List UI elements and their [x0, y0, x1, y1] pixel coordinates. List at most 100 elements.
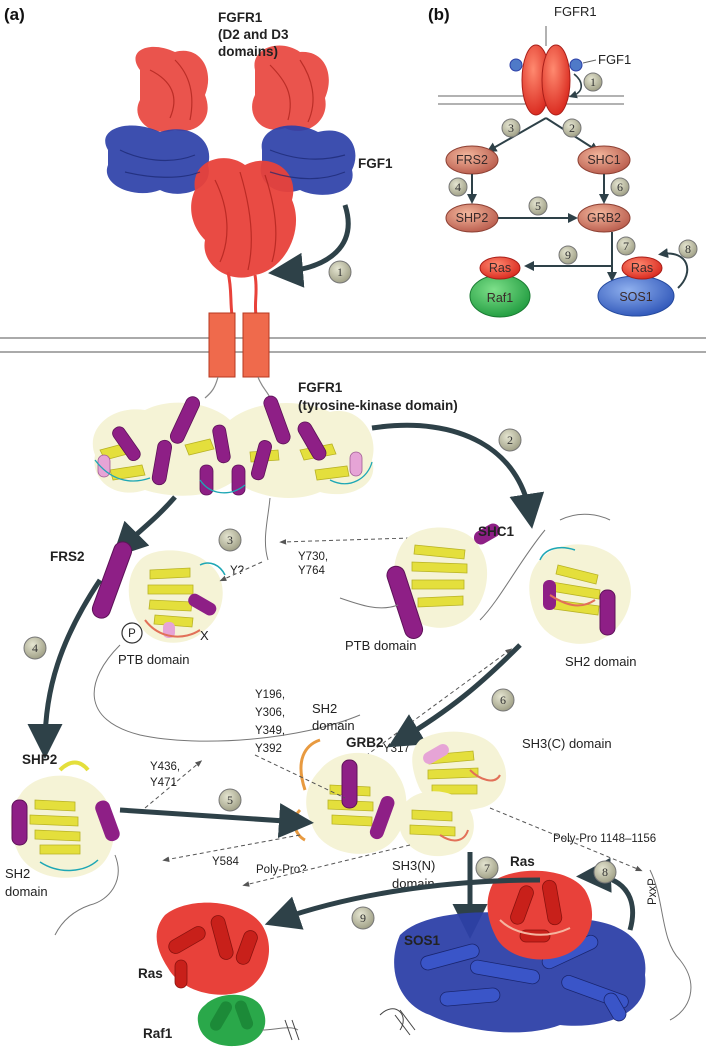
frs2-label: FRS2 — [50, 549, 85, 564]
panel-b-step-1: 1 — [583, 72, 603, 92]
y584-label: Y584 — [212, 856, 239, 868]
frs2-site-1: Y196, — [255, 689, 285, 701]
grb2-label: GRB2 — [346, 735, 384, 750]
polypro-label: Poly-Pro? — [256, 864, 307, 876]
panel-b-grb2-node: GRB2 — [577, 203, 631, 233]
arrow-step-9 — [264, 877, 541, 930]
svg-text:4: 4 — [455, 180, 461, 194]
panel-b-shc1-node: SHC1 — [577, 145, 631, 175]
panel-b-raf1-node: Raf1 — [469, 274, 531, 318]
y730-label-1: Y730, — [298, 551, 328, 563]
panel-b-step-5: 5 — [528, 196, 548, 216]
frs2-x-label: X — [200, 628, 209, 643]
step-7-badge: 7 — [475, 856, 499, 880]
panel-b-step-8: 8 — [678, 239, 698, 259]
step-5-badge: 5 — [218, 788, 242, 812]
svg-text:6: 6 — [617, 180, 623, 194]
panel-b-step-3: 3 — [501, 118, 521, 138]
grb2-sh2-label-2: domain — [312, 718, 355, 733]
y730-label-2: Y764 — [298, 565, 325, 577]
grb2-sh2-structure — [293, 738, 407, 854]
arrow-step-2 — [371, 422, 545, 529]
svg-text:Raf1: Raf1 — [487, 291, 513, 305]
svg-text:8: 8 — [602, 865, 608, 879]
svg-text:SHC1: SHC1 — [587, 153, 620, 167]
svg-text:3: 3 — [227, 533, 233, 547]
panel-b-diagram: 1 3 2 FRS2 SHC1 SHP2 GRB2 — [438, 26, 698, 318]
y317-label: Y317 — [383, 743, 410, 755]
svg-text:7: 7 — [623, 239, 629, 253]
shp2-label: SHP2 — [22, 752, 57, 767]
panel-b-step-6: 6 — [610, 177, 630, 197]
panel-b-step-2: 2 — [562, 118, 582, 138]
shc1-sh2-label: SH2 domain — [565, 654, 637, 669]
panel-b-ras-left-node: Ras — [479, 256, 521, 280]
arrow-step-5 — [119, 803, 314, 839]
step-4-badge: 4 — [23, 636, 47, 660]
sos1-structure — [379, 912, 646, 1036]
svg-text:5: 5 — [227, 793, 233, 807]
step-2-badge: 2 — [498, 428, 522, 452]
panel-a-label: (a) — [4, 5, 25, 24]
sh3n-label-1: SH3(N) — [392, 858, 435, 873]
frs2-ptb-label: PTB domain — [118, 652, 190, 667]
shc1-ptb-structure — [339, 523, 501, 639]
shc1-ptb-label: PTB domain — [345, 638, 417, 653]
panel-b-ras-right-node: Ras — [621, 256, 663, 280]
grb2-sh3n-structure — [398, 791, 474, 857]
y436-label-1: Y436, — [150, 761, 180, 773]
svg-text:Ras: Ras — [489, 261, 511, 275]
shc1-label: SHC1 — [478, 524, 515, 539]
panel-b-step-4: 4 — [448, 177, 468, 197]
phospho-marker — [121, 622, 143, 644]
shp2-sh2-structure — [10, 760, 120, 936]
frs2-ptb-structure — [91, 541, 226, 643]
arrow-step-3 — [112, 495, 177, 558]
svg-text:5: 5 — [535, 199, 541, 213]
fgfr1-ecd-label-3: domains) — [218, 44, 278, 59]
frs2-site-2: Y306, — [255, 707, 285, 719]
step-8-badge: 8 — [593, 860, 617, 884]
panel-b-frs2-node: FRS2 — [445, 145, 499, 175]
fgfr1-extracellular-structure — [105, 45, 356, 316]
arrow-step-4 — [27, 578, 103, 759]
shp2-sh2-label-1: SH2 — [5, 866, 30, 881]
shp2-sh2-label-2: domain — [5, 884, 48, 899]
fgfr1-ecd-label-2: (D2 and D3 — [218, 27, 289, 42]
y-unknown-label: Y? — [230, 565, 244, 577]
svg-text:3: 3 — [508, 121, 514, 135]
fgfr1-kinase-domain — [92, 395, 374, 499]
ras-left-structure — [156, 902, 270, 995]
panel-b-fgfr1-receptor — [521, 44, 571, 116]
step-1-badge: 1 — [328, 260, 352, 284]
grb2-sh3c-structure — [412, 731, 507, 811]
sos1-label: SOS1 — [404, 933, 441, 948]
ras-left-label: Ras — [138, 966, 163, 981]
step-3-badge: 3 — [218, 528, 242, 552]
arrow-step-1 — [268, 204, 351, 288]
cell-membrane — [0, 312, 706, 378]
svg-text:8: 8 — [685, 242, 691, 256]
fgfr1-kinase-label-1: FGFR1 — [298, 380, 343, 395]
panel-b-label: (b) — [428, 5, 450, 24]
svg-text:SHP2: SHP2 — [456, 211, 489, 225]
fgf1-label: FGF1 — [358, 156, 393, 171]
fgfr1-kinase-label-2: (tyrosine-kinase domain) — [298, 398, 458, 413]
svg-text:9: 9 — [360, 911, 366, 925]
panel-b-fgf1-left — [509, 58, 523, 72]
svg-text:6: 6 — [500, 693, 506, 707]
panel-b-step-7: 7 — [616, 236, 636, 256]
sh3c-label: SH3(C) domain — [522, 736, 612, 751]
svg-text:7: 7 — [484, 861, 490, 875]
frs2-site-4: Y392 — [255, 743, 282, 755]
phospho-label: P — [128, 628, 136, 640]
panel-b-shp2-node: SHP2 — [445, 203, 499, 233]
frs2-site-3: Y349, — [255, 725, 285, 737]
svg-text:1: 1 — [590, 75, 596, 89]
svg-text:1: 1 — [337, 265, 343, 279]
grb2-sh2-label-1: SH2 — [312, 701, 337, 716]
svg-text:2: 2 — [569, 121, 575, 135]
polypro-1148-label: Poly-Pro 1148–1156 — [553, 833, 656, 845]
panel-b-fgf1-right — [569, 58, 583, 72]
